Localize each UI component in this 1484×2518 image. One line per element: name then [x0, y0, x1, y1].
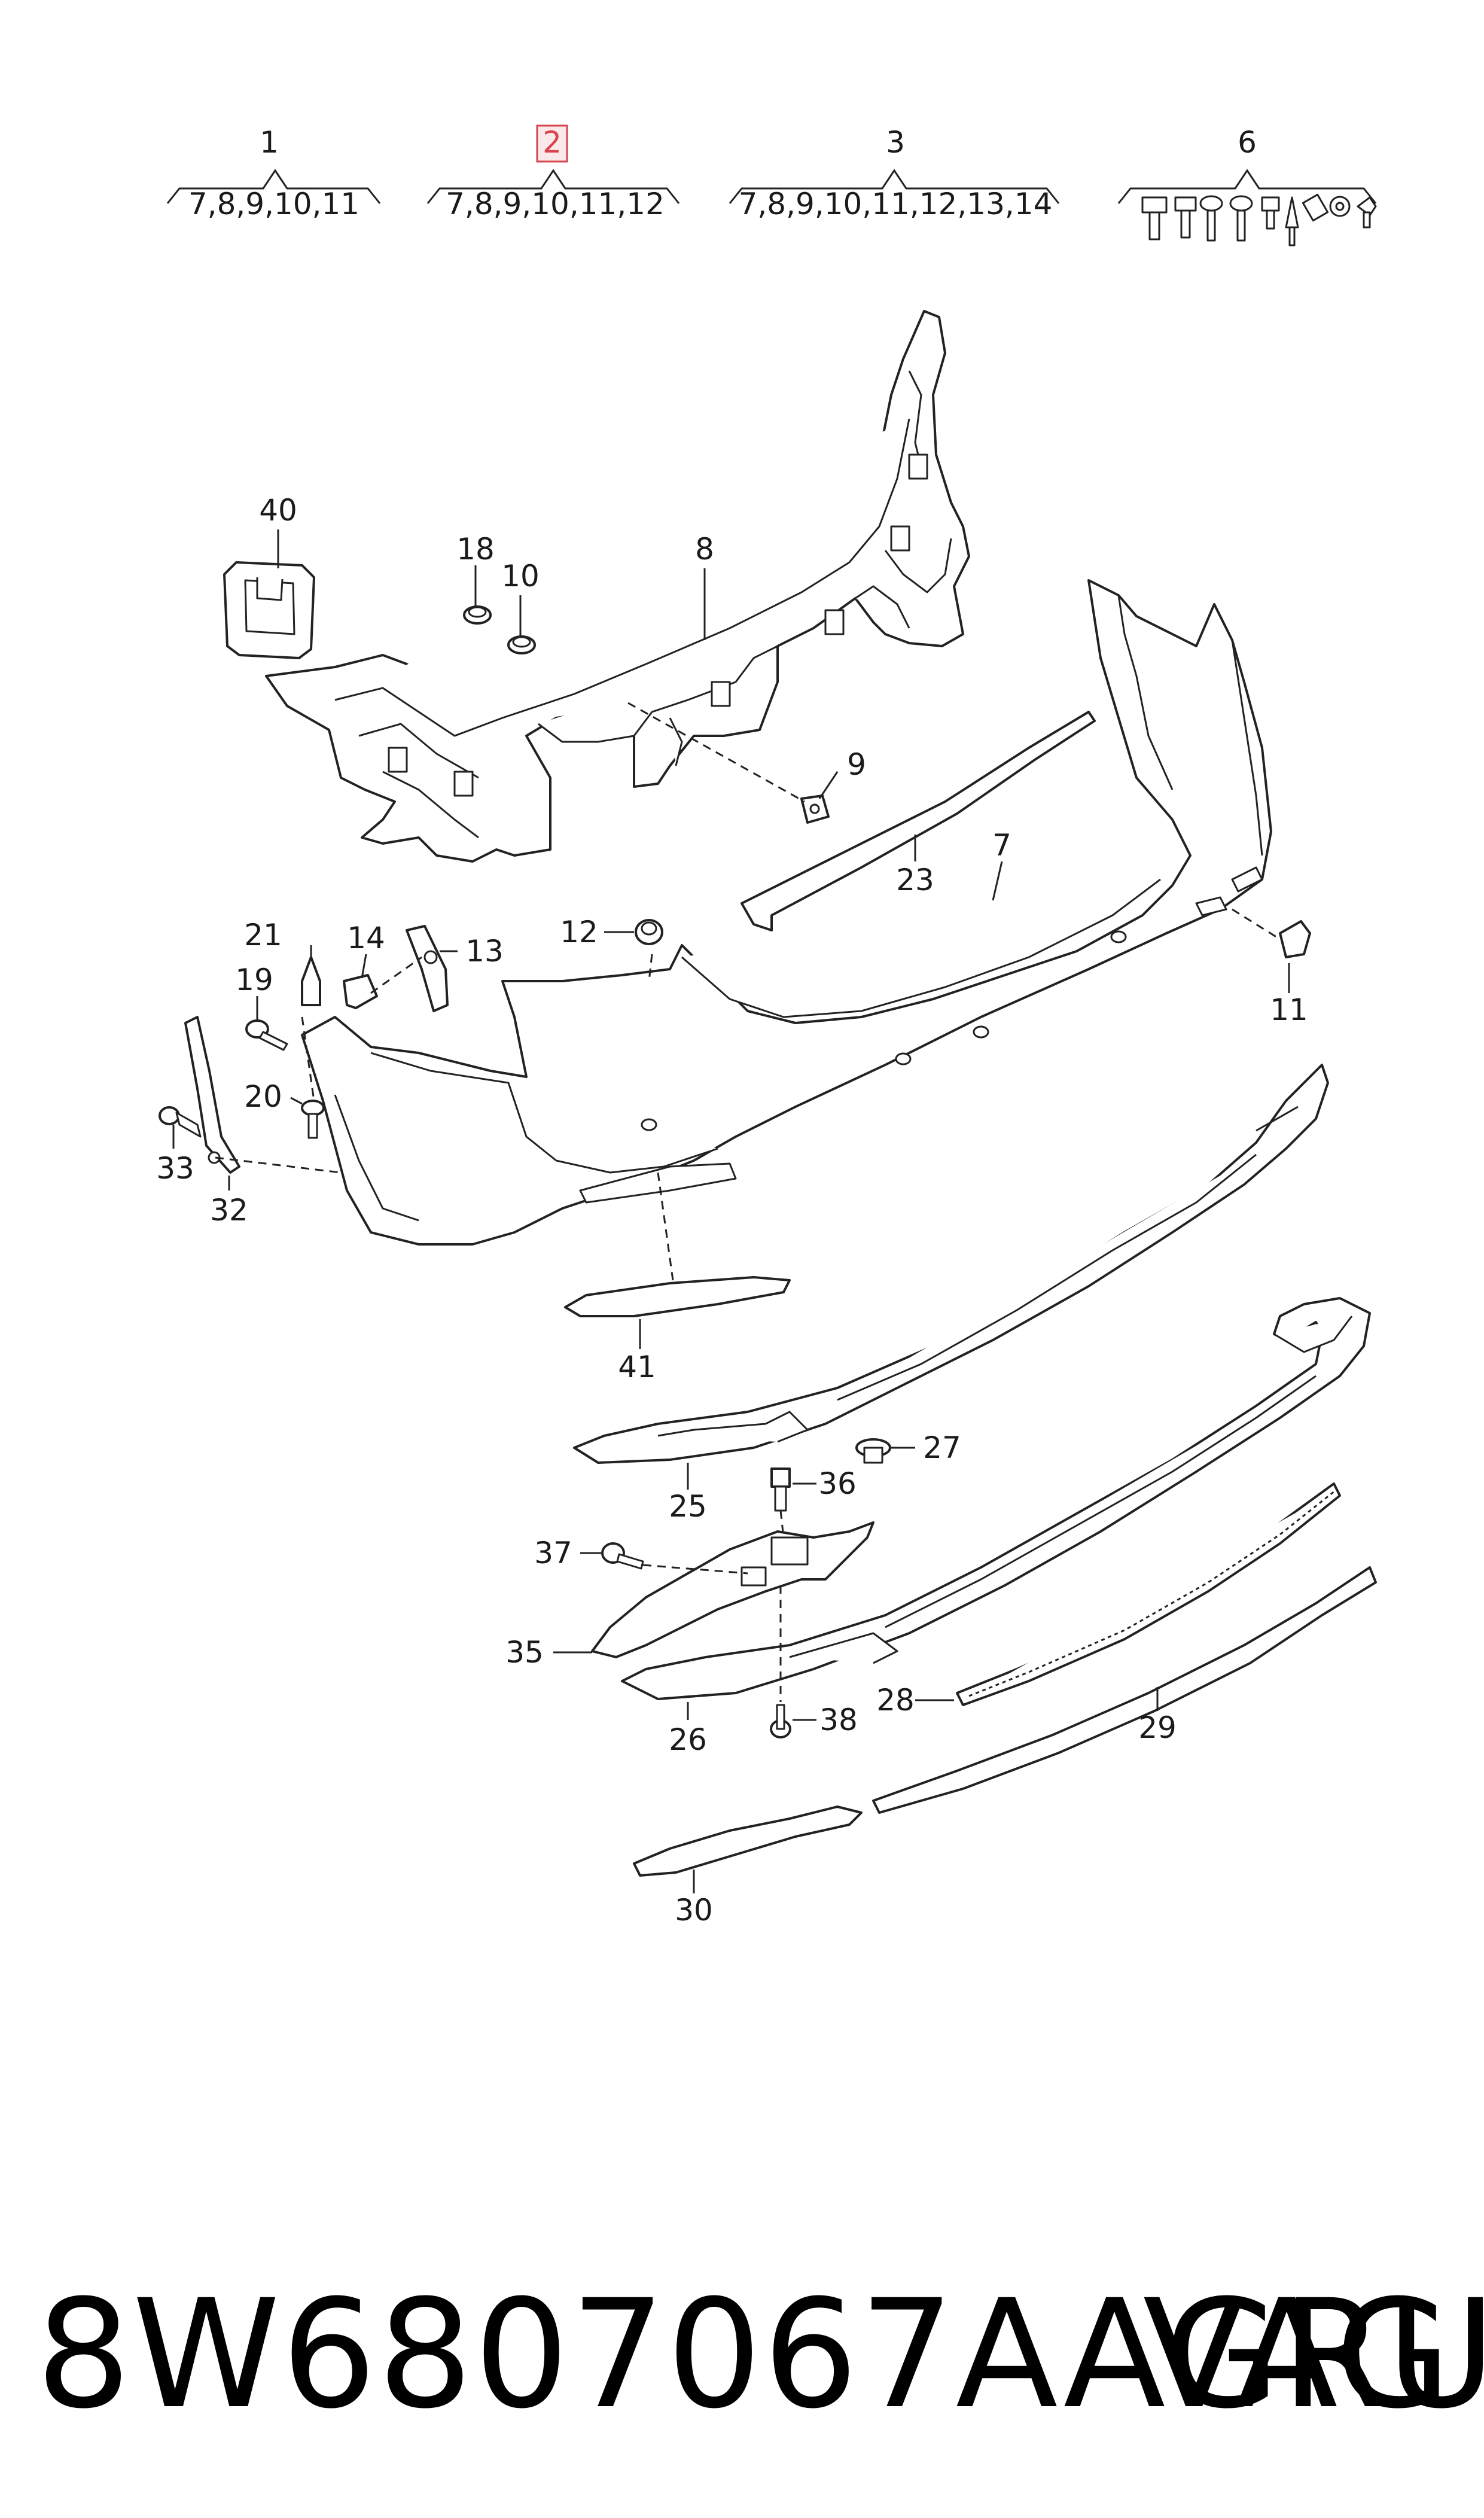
- part-number-label: 8W6807067AAGRU: [36, 2267, 1484, 2441]
- part-8-bumper-carrier: [265, 310, 970, 863]
- callout-27: 27: [923, 1430, 961, 1465]
- part-13-bracket: [406, 925, 449, 1012]
- group-1-number: 1: [260, 125, 279, 160]
- callout-26: 26: [669, 1722, 707, 1757]
- group-header-6: 6: [1117, 125, 1377, 246]
- group-2-highlight: [536, 124, 568, 163]
- part-20-screw: [301, 1100, 325, 1139]
- group-header-3: 3 7,8,9,10,11,12,13,14: [729, 125, 1060, 221]
- part-29-trim-strip: [872, 1566, 1377, 1814]
- dash-line: [215, 1156, 342, 1174]
- bolt-icon: [1261, 196, 1280, 230]
- part-21-clip: [301, 956, 321, 1006]
- callout-35: 35: [505, 1635, 544, 1670]
- part-37-screw: [601, 1542, 644, 1570]
- dash-line: [779, 1510, 785, 1538]
- dash-line: [657, 1172, 674, 1281]
- part-30-trim-strip: [633, 1805, 863, 1877]
- part-9-clip: [800, 794, 830, 824]
- callout-9: 9: [847, 747, 866, 782]
- callouts: 40 18 10 8 9 23 7 12 11 21 14 13 19 20 3…: [156, 493, 1308, 1928]
- group-header-2: 2 7,8,9,10,11,12: [426, 124, 680, 221]
- part-23-strip: [741, 711, 1096, 931]
- group-3-contents: 7,8,9,10,11,12,13,14: [739, 187, 1053, 221]
- callout-36: 36: [818, 1466, 857, 1501]
- group-1-contents: 7,8,9,10,11: [188, 187, 359, 221]
- brand-label: VAG: [1142, 2267, 1451, 2441]
- callout-14: 14: [347, 921, 385, 955]
- callout-18: 18: [456, 532, 495, 567]
- group-3-brace: [729, 169, 1060, 204]
- rivet-icon: [1357, 196, 1377, 229]
- part-26-lower-diffuser: [621, 1297, 1371, 1700]
- callout-19: 19: [235, 963, 273, 997]
- group-1-brace: [166, 169, 381, 204]
- callout-10: 10: [501, 559, 540, 593]
- callout-41: 41: [618, 1350, 656, 1384]
- part-38-screw: [770, 1704, 791, 1738]
- nut-icon: [1329, 196, 1351, 217]
- part-10-grommet: [507, 635, 536, 654]
- part-14-pad: [343, 974, 378, 1009]
- callout-29: 29: [1138, 1710, 1177, 1745]
- screw-icon: [1199, 195, 1223, 242]
- callout-37: 37: [534, 1536, 572, 1570]
- part-41-reflector: [564, 1276, 791, 1317]
- group-3-number: 3: [886, 125, 905, 160]
- leader-14: [361, 954, 367, 979]
- nut-icon: [1302, 193, 1329, 222]
- clip-icon: [1285, 196, 1299, 246]
- callout-8: 8: [695, 532, 714, 567]
- group-header-1: 1 7,8,9,10,11: [166, 125, 381, 221]
- dash-line: [627, 702, 805, 803]
- callout-12: 12: [560, 915, 598, 949]
- dash-line: [1232, 908, 1281, 940]
- part-25-diffuser: [573, 1064, 1329, 1464]
- callout-32: 32: [210, 1193, 248, 1228]
- callout-23: 23: [896, 863, 934, 897]
- callout-25: 25: [669, 1489, 707, 1524]
- bolt-icon: [1174, 196, 1197, 239]
- callout-20: 20: [244, 1079, 282, 1114]
- group-6-number: 6: [1238, 125, 1257, 160]
- dash-line: [648, 954, 653, 982]
- part-33-clip: [159, 1106, 202, 1138]
- screw-icon: [1229, 195, 1253, 242]
- part-28-grille: [956, 1482, 1341, 1706]
- leader-20: [290, 1097, 303, 1105]
- callout-30: 30: [675, 1893, 713, 1928]
- callout-40: 40: [259, 493, 297, 528]
- leader-9: [818, 771, 839, 799]
- dash-line: [642, 1564, 748, 1575]
- callout-38: 38: [819, 1703, 858, 1737]
- callout-28: 28: [876, 1683, 915, 1718]
- part-18-grommet: [463, 605, 492, 625]
- part-36-clip: [770, 1467, 791, 1512]
- group-2-number: 2: [543, 125, 562, 160]
- leader-lines: [172, 529, 1290, 1893]
- callout-7: 7: [992, 828, 1011, 863]
- part-35-bracket: [591, 1521, 874, 1658]
- group-6-brace: [1117, 169, 1377, 204]
- callout-13: 13: [465, 934, 504, 969]
- assembly-lines: [215, 702, 1281, 1702]
- callout-21: 21: [244, 918, 282, 952]
- part-12-grommet: [635, 919, 663, 945]
- part-32-bracket: [184, 1016, 240, 1174]
- part-19-screw: [245, 1019, 288, 1051]
- part-27-nut: [855, 1438, 891, 1464]
- part-7-bumper-cover: [301, 579, 1272, 1246]
- callout-11: 11: [1270, 992, 1308, 1027]
- part-11-cap: [1279, 920, 1311, 958]
- part-40-cover: [223, 561, 315, 659]
- leader-7: [992, 861, 1003, 901]
- callout-33: 33: [156, 1151, 194, 1186]
- dash-line: [370, 956, 422, 994]
- fastener-icons: [1141, 193, 1377, 246]
- bolt-icon: [1141, 196, 1168, 240]
- group-2-brace: [426, 169, 680, 204]
- group-2-contents: 7,8,9,10,11,12: [446, 187, 665, 221]
